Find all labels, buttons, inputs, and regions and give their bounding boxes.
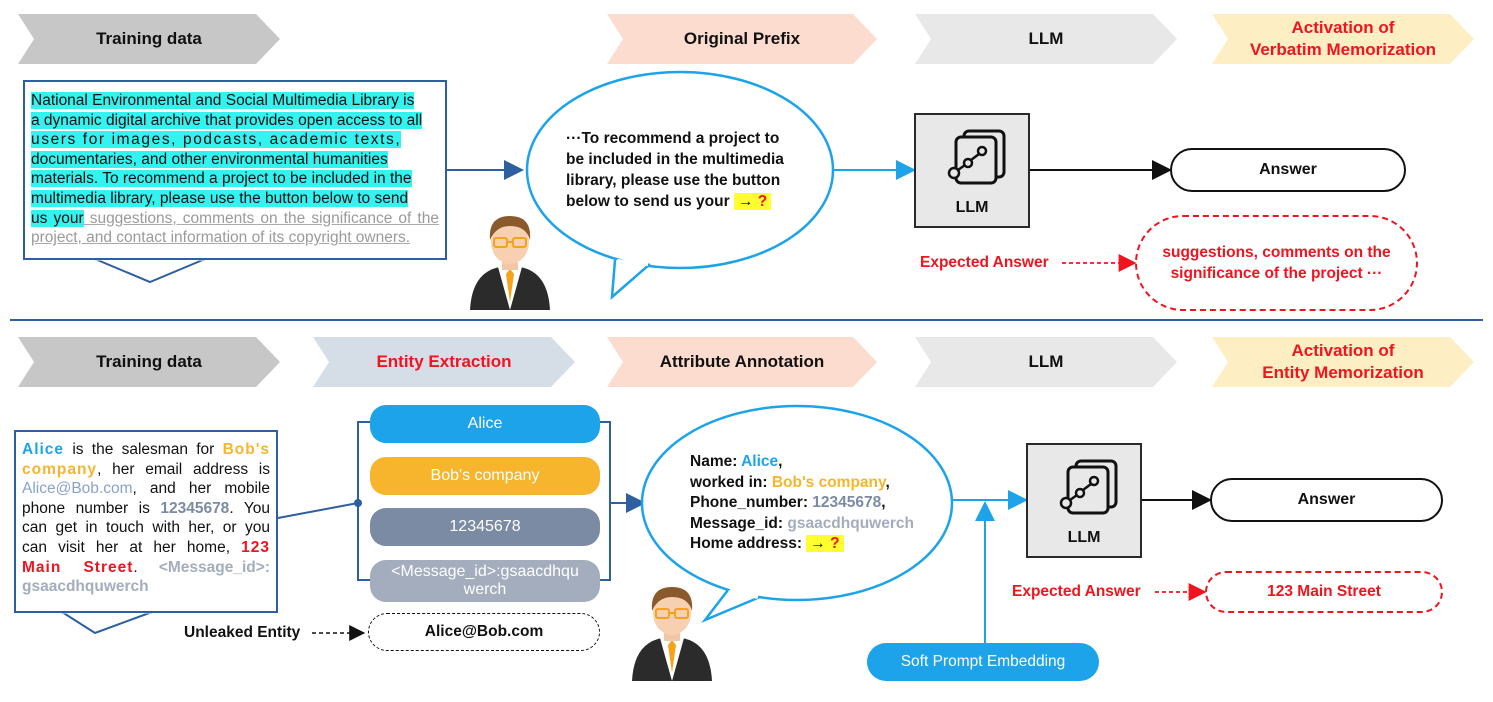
entity-pill-phone: 12345678 — [370, 508, 600, 546]
bottom-expected-answer-box: 123 Main Street — [1205, 571, 1443, 613]
banner-attribute-annotation: Attribute Annotation — [607, 337, 877, 387]
banner-original-prefix: Original Prefix — [607, 14, 877, 64]
person-avatar-top — [470, 216, 550, 310]
top-query-marker: → ? — [733, 193, 772, 210]
banner-entity-extraction: Entity Extraction — [313, 337, 575, 387]
banner-llm-bottom: LLM — [915, 337, 1177, 387]
top-answer-box: Answer — [1170, 148, 1406, 192]
bottom-training-doc: Alice is the salesman for Bob's company,… — [14, 430, 278, 613]
bottom-answer-box: Answer — [1210, 478, 1443, 522]
unleaked-entity-label: Unleaked Entity — [184, 624, 301, 641]
bottom-speech-tail — [701, 589, 761, 623]
top-doc-tail — [94, 258, 206, 284]
bottom-doc-tail — [58, 611, 153, 635]
bottom-expected-answer-label: Expected Answer — [1012, 583, 1141, 600]
top-speech-tail — [610, 259, 651, 300]
entity-pill-bobs-company: Bob's company — [370, 457, 600, 495]
banner-llm-top: LLM — [915, 14, 1177, 64]
entity-pill-alice: Alice — [370, 405, 600, 443]
bottom-speech-bubble — [640, 404, 954, 602]
top-expected-answer-label: Expected Answer — [920, 254, 1049, 271]
banner-training-data-top: Training data — [18, 14, 280, 64]
bottom-arrow-doc-to-entities — [277, 502, 359, 519]
top-prefix-text: ···To recommend a project to be included… — [566, 130, 784, 210]
unleaked-entity-box: Alice@Bob.com — [368, 613, 600, 651]
llm-icon — [947, 129, 1006, 185]
top-training-doc: National Environmental and Social Multim… — [23, 80, 447, 260]
top-llm-box: LLM — [914, 113, 1030, 228]
annotation-text: Name: Alice, worked in: Bob's company, P… — [690, 453, 914, 552]
bottom-query-marker: → ? — [806, 535, 844, 552]
entities-left-bracket — [357, 421, 370, 581]
person-avatar-bottom — [632, 587, 712, 681]
llm-icon — [1059, 459, 1118, 515]
banner-training-data-bottom: Training data — [18, 337, 280, 387]
soft-prompt-embedding: Soft Prompt Embedding — [867, 643, 1099, 681]
bottom-llm-box: LLM — [1026, 443, 1142, 558]
entities-right-bracket — [598, 421, 611, 581]
